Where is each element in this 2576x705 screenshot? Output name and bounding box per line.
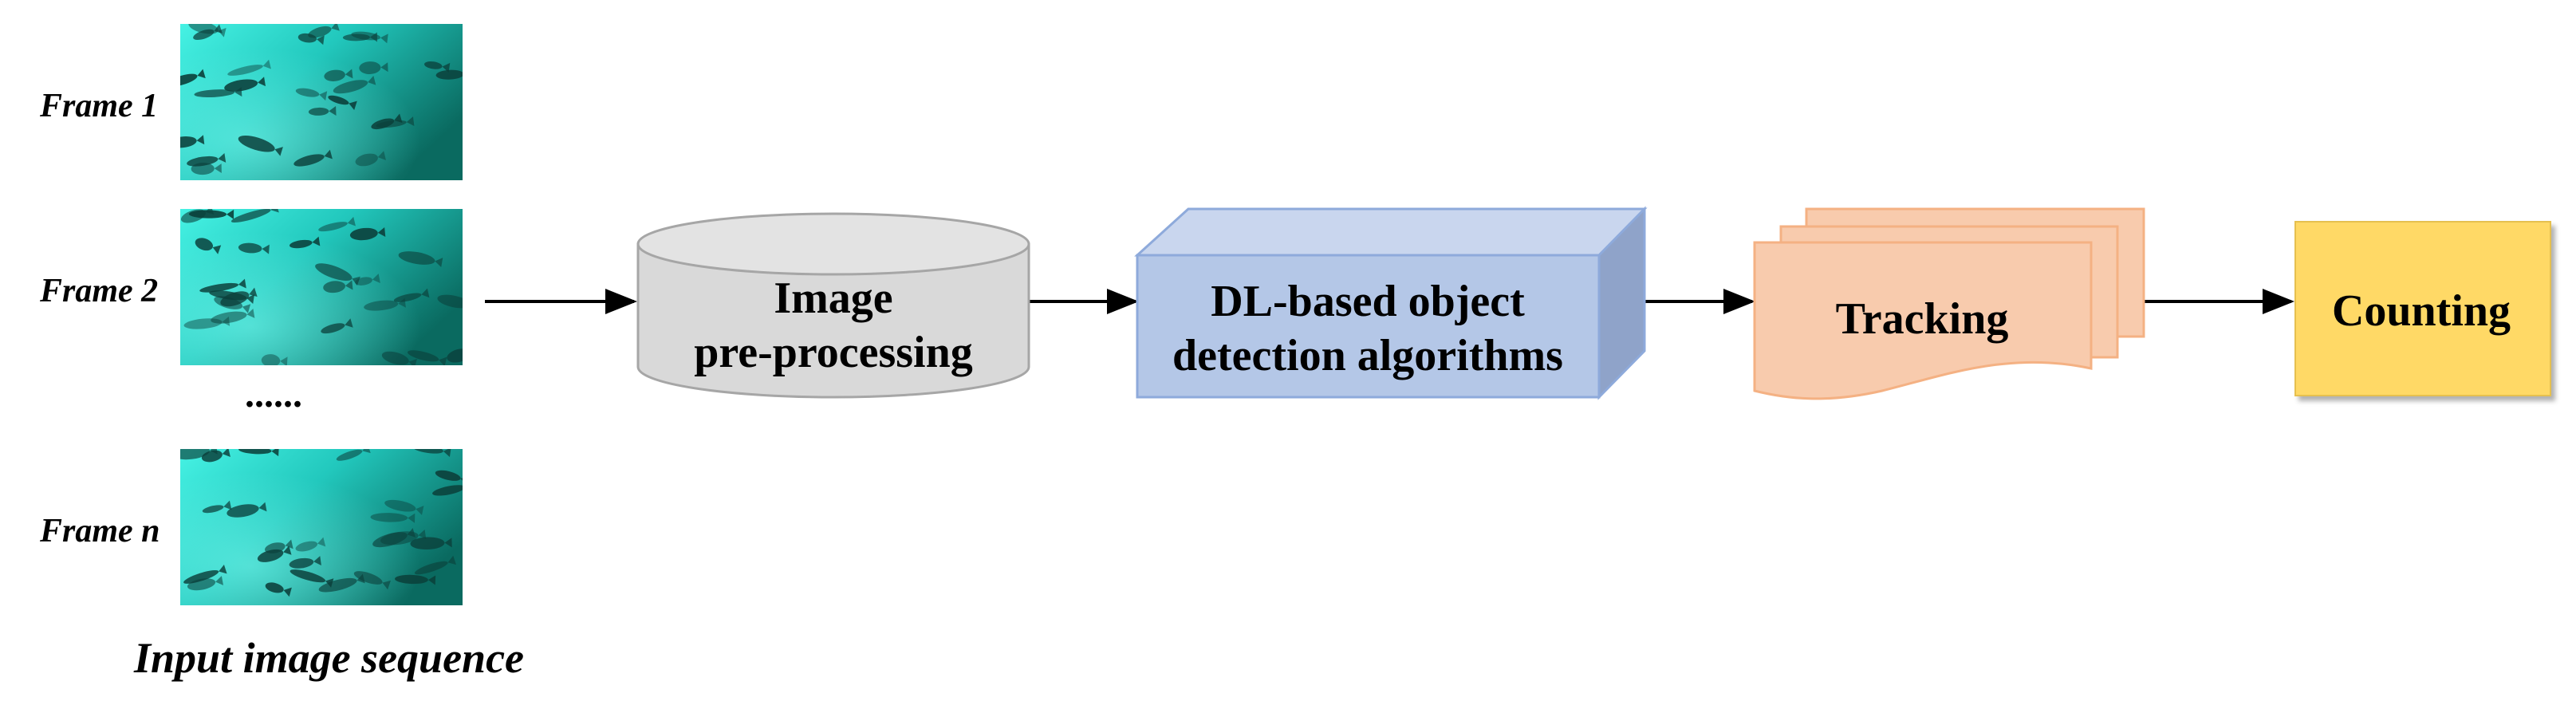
input-sequence-caption: Input image sequence xyxy=(133,634,524,682)
fish-shape xyxy=(359,61,388,74)
fish-shape xyxy=(295,88,328,101)
fish-shape xyxy=(355,274,380,286)
fish-shape xyxy=(191,163,222,175)
fish-shape xyxy=(393,288,430,302)
counting-label: Counting xyxy=(2332,286,2511,336)
fish-shape xyxy=(323,280,353,293)
fish-shape xyxy=(193,24,223,41)
fish-shape xyxy=(437,294,463,309)
fish-shape xyxy=(342,32,378,42)
preprocessing-label-line1: Image xyxy=(774,274,892,323)
fish-shape xyxy=(372,528,416,548)
fish-shape xyxy=(180,69,206,87)
frame-1-label: Frame 1 xyxy=(39,88,158,124)
fish-shape xyxy=(315,263,360,286)
fish-shape xyxy=(220,287,258,307)
fish-shape xyxy=(180,209,215,223)
fish-shape xyxy=(227,59,271,76)
tracking-label: Tracking xyxy=(1836,294,2009,344)
fish-shape xyxy=(318,216,356,232)
fish-shape xyxy=(447,349,463,363)
counting-box: Counting xyxy=(2294,221,2551,396)
fish-shape xyxy=(224,77,266,92)
fish-shape xyxy=(308,106,337,116)
fish-shape xyxy=(410,537,452,550)
fish-shape xyxy=(238,135,283,156)
frame-2-image xyxy=(180,209,463,365)
fish-shape xyxy=(318,573,365,593)
tracking-stack: Tracking xyxy=(1753,207,2145,400)
frame-1-image xyxy=(180,24,463,180)
frame-n-image xyxy=(180,449,463,605)
fish-shape xyxy=(187,153,226,167)
fish-shape xyxy=(321,318,353,334)
detection-label-line1: DL-based object xyxy=(1211,277,1525,326)
fish-shape xyxy=(226,502,267,518)
fish-shape xyxy=(384,499,424,515)
fish-shape xyxy=(414,555,456,575)
detection-box: DL-based object detection algorithms xyxy=(1134,206,1648,400)
detection-label-line2: detection algorithms xyxy=(1172,331,1563,380)
fish-shape xyxy=(333,76,376,94)
fish-shape xyxy=(238,242,270,254)
fish-shape xyxy=(265,539,293,553)
fish-shape xyxy=(295,537,326,552)
fish-shape xyxy=(371,113,403,130)
fish-shape xyxy=(355,151,386,167)
fish-shape xyxy=(238,449,279,457)
fish-shape xyxy=(211,309,255,324)
fish-shape xyxy=(230,209,279,223)
fish-shape xyxy=(370,513,416,523)
fish-shape xyxy=(265,582,292,597)
preprocessing-label-line2: pre-processing xyxy=(694,328,972,377)
fish-shape xyxy=(324,69,353,81)
fish-shape xyxy=(180,135,205,148)
fish-shape xyxy=(336,449,371,461)
fish-shape xyxy=(290,236,321,249)
fish-shape xyxy=(407,350,447,365)
fish-shape xyxy=(261,354,288,365)
fish-shape xyxy=(424,61,451,73)
fish-shape xyxy=(202,500,232,514)
fish-shape xyxy=(199,278,246,293)
fish-shape xyxy=(293,149,333,167)
fish-shape xyxy=(328,95,357,111)
fish-shape xyxy=(432,485,463,496)
fish-shape xyxy=(195,238,222,254)
fish-shape xyxy=(187,576,224,591)
fish-shape xyxy=(353,571,391,590)
frame-n-label: Frame n xyxy=(39,513,160,549)
frames-ellipsis: ...... xyxy=(245,373,302,416)
fish-shape xyxy=(201,449,230,463)
fish-shape xyxy=(398,251,443,267)
preprocessing-cylinder: Image pre-processing xyxy=(636,212,1030,399)
fish-shape xyxy=(412,449,451,458)
fish-shape xyxy=(394,574,436,585)
fish-shape xyxy=(349,227,386,241)
fish-shape xyxy=(183,564,227,584)
frame-2-label: Frame 2 xyxy=(39,273,158,309)
fish-shape xyxy=(435,470,463,486)
fish-shape xyxy=(381,351,417,365)
fish-shape xyxy=(308,24,340,38)
fish-shape xyxy=(435,69,463,80)
fish-shape xyxy=(289,556,321,569)
